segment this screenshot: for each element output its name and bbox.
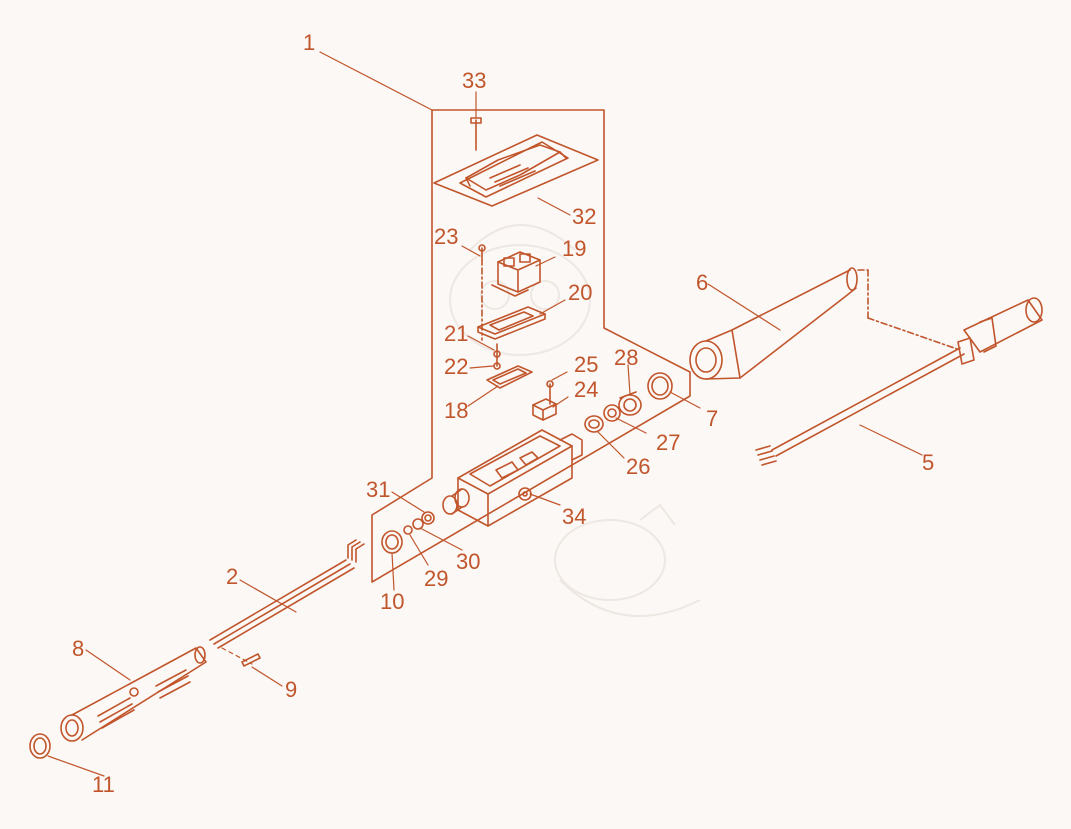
- watermark-mascot: [449, 224, 701, 617]
- part-33-screw: [470, 117, 482, 151]
- part-8-handle: [60, 646, 207, 742]
- part-21-22-screw: [493, 343, 501, 370]
- part-label-8: 8: [72, 636, 84, 661]
- part-label-7: 7: [706, 406, 718, 431]
- part-label-34: 34: [562, 504, 586, 529]
- part-label-6: 6: [696, 270, 708, 295]
- part-11-ring: [29, 733, 51, 759]
- part-24-clip: [532, 398, 557, 421]
- part-30-ring: [412, 518, 424, 530]
- part-29-ring: [403, 525, 413, 535]
- part-23-screw: [478, 244, 486, 266]
- part-label-20: 20: [568, 280, 592, 305]
- part-26-ring: [584, 415, 604, 433]
- part-label-22: 22: [444, 354, 468, 379]
- part-19-block: [491, 251, 541, 297]
- part-2-cable: [209, 539, 365, 649]
- part-label-28: 28: [614, 345, 638, 370]
- part-label-25: 25: [574, 352, 598, 377]
- part-label-27: 27: [656, 430, 680, 455]
- part-label-31: 31: [366, 477, 390, 502]
- leader-lines: [47, 51, 923, 777]
- part-7-ring: [647, 372, 673, 400]
- part-31-ring: [421, 511, 435, 525]
- part-label-1: 1: [303, 30, 315, 55]
- part-9-pin: [241, 653, 261, 667]
- part-5-cable: [755, 269, 1043, 466]
- part-32-cover: [433, 134, 599, 207]
- part-number-labels: 1 2 5 6 7 8 9 10 11 18 19 20 21 22 23 24…: [72, 30, 934, 797]
- part-6-sleeve: [689, 267, 858, 380]
- part-label-26: 26: [626, 454, 650, 479]
- part-label-11: 11: [92, 772, 115, 797]
- part-label-32: 32: [572, 204, 596, 229]
- part-label-19: 19: [562, 236, 586, 261]
- part-label-18: 18: [444, 398, 468, 423]
- part-label-23: 23: [434, 224, 458, 249]
- part-18-gasket: [486, 365, 533, 389]
- assembly-outline: [371, 109, 691, 583]
- part-20-plate: [477, 306, 546, 340]
- part-label-10: 10: [380, 589, 404, 614]
- part-label-29: 29: [424, 566, 448, 591]
- part-27-ring: [603, 404, 621, 422]
- part-label-2: 2: [226, 564, 238, 589]
- part-label-30: 30: [456, 549, 480, 574]
- part-label-33: 33: [462, 68, 486, 93]
- part-label-9: 9: [285, 677, 297, 702]
- part-28-nut: [618, 391, 642, 416]
- part-10-ring: [381, 530, 403, 554]
- part-label-21: 21: [444, 321, 468, 346]
- part-label-24: 24: [574, 377, 598, 402]
- part-label-5: 5: [922, 450, 934, 475]
- part-34-housing: [442, 429, 583, 527]
